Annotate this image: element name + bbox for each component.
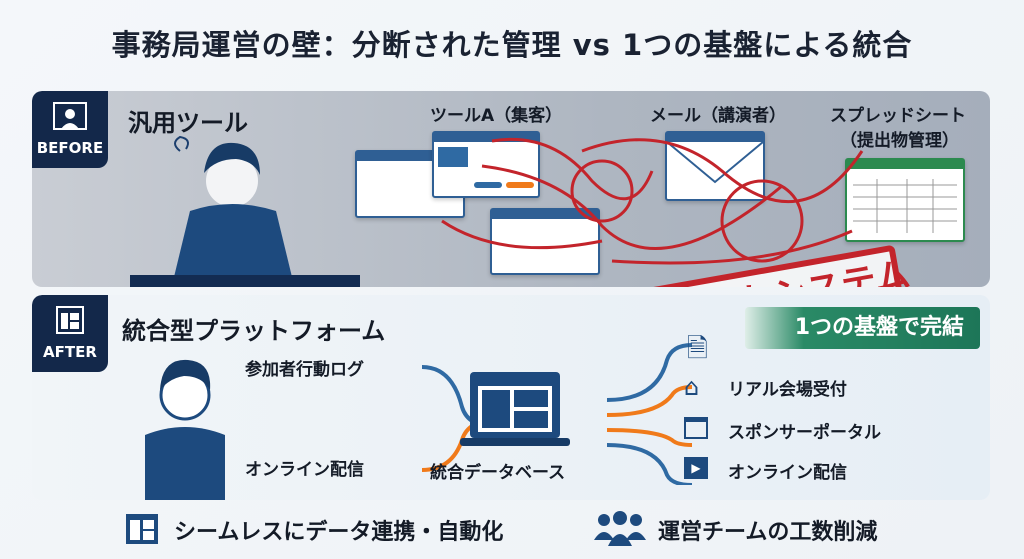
- after-panel: AFTER 統合型プラットフォーム 参加者行動ログ オンライン配信 統合データベ…: [32, 295, 990, 500]
- spreadsheet-sublabel: （提出物管理）: [840, 131, 959, 151]
- after-badge: AFTER: [32, 295, 108, 372]
- mail-label: メール（講演者）: [650, 106, 786, 126]
- document-icon: 🗎: [687, 334, 708, 364]
- tool-window-3: [490, 208, 600, 275]
- output-online-streaming: オンライン配信: [728, 463, 847, 483]
- tool-a-label: ツールA（集客）: [430, 106, 563, 126]
- after-heading: 統合型プラットフォーム: [122, 317, 386, 345]
- page-title: 事務局運営の壁：分断された管理 vs 1つの基盤による統合: [111, 28, 913, 62]
- input-participant-log: 参加者行動ログ: [245, 360, 364, 380]
- output-sponsor-portal: スポンサーポータル: [728, 423, 881, 443]
- before-heading: 汎用ツール: [128, 109, 248, 137]
- before-panel: BEFORE 汎用ツール ツールA（集客） メール（講演者） スプレッドシート …: [32, 91, 990, 287]
- after-badge-label: AFTER: [43, 343, 97, 361]
- before-badge: BEFORE: [32, 91, 108, 168]
- team-icon: [594, 511, 646, 546]
- output-venue-reception: リアル会場受付: [728, 380, 847, 400]
- dashboard-icon: [126, 514, 158, 544]
- video-play-icon: ▶: [684, 457, 708, 479]
- grid-icon: [853, 179, 957, 233]
- before-badge-label: BEFORE: [36, 139, 104, 157]
- stressed-person-illustration: [130, 135, 360, 287]
- portal-window-icon: [684, 417, 708, 439]
- user-window-icon: [53, 102, 87, 130]
- tangled-arrows: [441, 137, 864, 265]
- benefit-workload-reduction: 運営チームの工数削減: [658, 520, 878, 545]
- spreadsheet-window: [845, 158, 965, 242]
- spreadsheet-label: スプレッドシート: [830, 106, 966, 126]
- tool-a-window: [432, 131, 540, 198]
- dashboard-icon: [56, 306, 84, 334]
- integrated-database-label: 統合データベース: [430, 463, 566, 483]
- venue-store-icon: ⌂: [684, 373, 700, 401]
- integrated-database-laptop-icon: [460, 372, 570, 446]
- envelope-icon: [666, 141, 764, 184]
- benefit-seamless-automation: シームレスにデータ連携・自動化: [174, 520, 504, 545]
- confident-person-illustration: [145, 359, 225, 500]
- one-platform-banner: 1つの基盤で完結: [745, 307, 980, 349]
- input-online-streaming: オンライン配信: [245, 460, 364, 480]
